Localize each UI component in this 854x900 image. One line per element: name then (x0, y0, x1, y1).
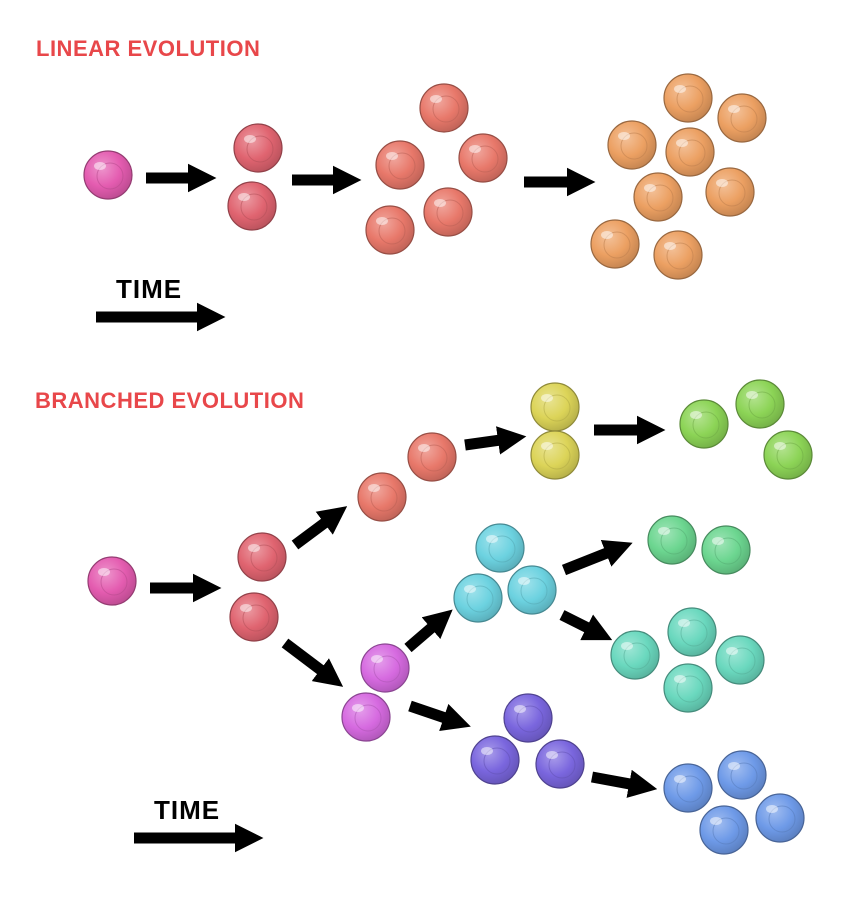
linear-gen2-cell (227, 181, 277, 231)
branched-blue-cell (755, 793, 805, 843)
branched-purple-cell (503, 693, 553, 743)
branched-to-blue-arrow (590, 769, 658, 798)
branched-purple-cell (535, 739, 585, 789)
linear-founder-cell (83, 150, 133, 200)
branched-teal-cell (667, 607, 717, 657)
linear-gen3-cell (365, 205, 415, 255)
branched-gen2-cell (237, 532, 287, 582)
time-label-linear: TIME (116, 274, 183, 304)
branched-cyan-cell (507, 565, 557, 615)
linear-gen4-cell (663, 73, 713, 123)
linear-gen4-cell (633, 172, 683, 222)
branched-gen2-cell (229, 592, 279, 642)
linear-gen3-cell (375, 140, 425, 190)
branched-to-salmon-arrow (291, 506, 348, 550)
branched-to-yellow-arrow (464, 426, 527, 455)
branched-cyan-cell (475, 523, 525, 573)
branched-blue-cell (699, 805, 749, 855)
branched-to-teal-arrow (559, 610, 613, 641)
branched-green-cell (647, 515, 697, 565)
branched-teal-cell (610, 630, 660, 680)
branched-salmon-cell (357, 472, 407, 522)
branched-evolution-title: BRANCHED EVOLUTION (35, 388, 305, 413)
linear-gen4-cell (665, 127, 715, 177)
branched-yellow-cell (530, 382, 580, 432)
linear-gen3-cell (419, 83, 469, 133)
branched-blue-cell (663, 763, 713, 813)
linear-evolution-title: LINEAR EVOLUTION (36, 36, 261, 61)
linear-gen4-cell (717, 93, 767, 143)
branched-to-cyan-arrow (404, 609, 453, 653)
linear-gen3-cell (458, 133, 508, 183)
linear-gen4-cell (590, 219, 640, 269)
branched-blue-cell (717, 750, 767, 800)
linear-gen3-cell (423, 187, 473, 237)
time-label-branched: TIME (154, 795, 221, 825)
branched-lime-cell (735, 379, 785, 429)
branched-to-green-arrow (561, 540, 633, 576)
branched-salmon-cell (407, 432, 457, 482)
branched-cyan-cell (453, 573, 503, 623)
branched-yellow-cell (530, 430, 580, 480)
branched-purple-cell (470, 735, 520, 785)
linear-gen4-cell (607, 120, 657, 170)
branched-founder-cell (87, 556, 137, 606)
linear-gen2-cell (233, 123, 283, 173)
branched-teal-cell (663, 663, 713, 713)
branched-green-cell (701, 525, 751, 575)
linear-gen4-cell (653, 230, 703, 280)
branched-lime-cell (763, 430, 813, 480)
branched-teal-cell (715, 635, 765, 685)
branched-magenta-cell (360, 643, 410, 693)
branched-magenta-cell (341, 692, 391, 742)
branched-lime-cell (679, 399, 729, 449)
branched-to-magenta-arrow (281, 638, 344, 687)
linear-gen4-cell (705, 167, 755, 217)
branched-to-purple-arrow (408, 700, 471, 732)
